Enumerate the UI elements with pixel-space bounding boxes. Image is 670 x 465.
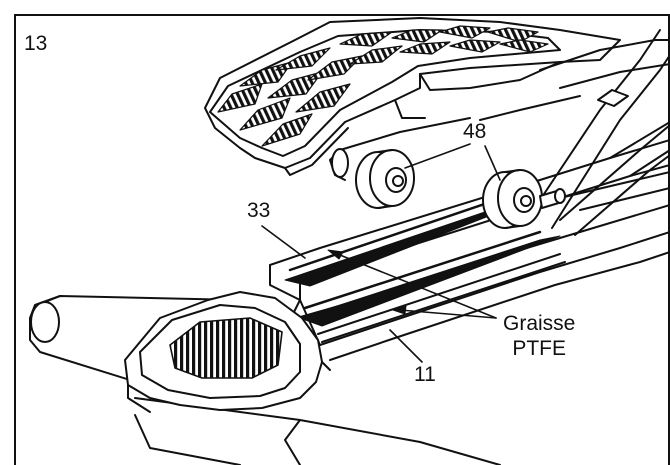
leader-11 <box>389 329 423 363</box>
leader-33 <box>261 225 306 259</box>
panel-border <box>14 14 670 465</box>
roller-left <box>355 149 415 209</box>
roller-right <box>482 169 566 229</box>
leader-grease-upper <box>334 252 497 319</box>
pedal-arm <box>329 29 670 236</box>
arrowhead-grease-lower <box>392 305 407 315</box>
callout-part-33: 33 <box>247 199 271 222</box>
rail-assembly <box>269 121 670 361</box>
callout-grease-label: Graisse PTFE <box>503 311 575 361</box>
callout-part-11: 11 <box>414 363 436 386</box>
leader-lines <box>261 143 501 363</box>
leader-48-right <box>484 145 501 181</box>
foot-pedal <box>204 17 621 176</box>
leader-grease-lower <box>399 309 497 319</box>
leader-48-left <box>404 143 471 169</box>
callout-part-48: 48 <box>463 120 487 143</box>
arrowhead-grease-upper <box>327 249 344 260</box>
grease-label-line2: PTFE <box>512 337 567 360</box>
grease-label-line1: Graisse <box>503 312 576 335</box>
rail-end-cover <box>124 291 331 413</box>
step-number: 13 <box>24 32 48 55</box>
grease-strip-lower <box>299 235 561 327</box>
